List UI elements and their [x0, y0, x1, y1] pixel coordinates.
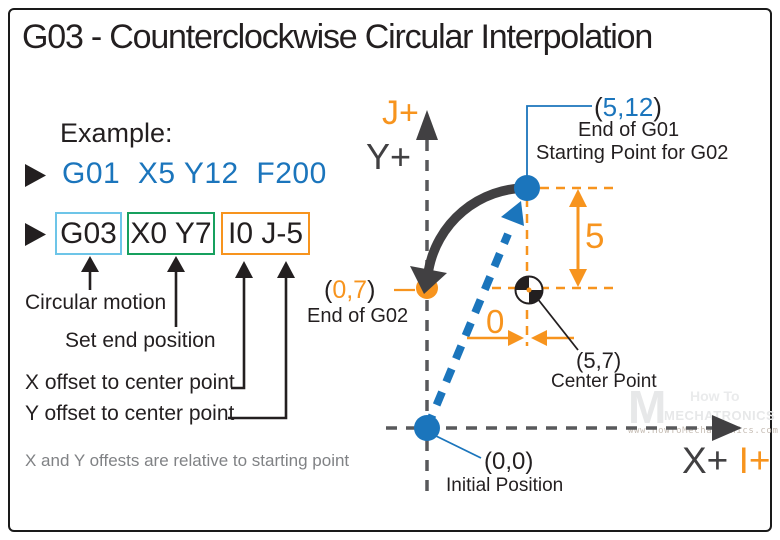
- dim0-arrow-right-icon: [508, 330, 524, 346]
- g03-code-text: G03: [60, 216, 117, 250]
- callout-arrows: [88, 271, 288, 420]
- arrow-x-offset-line: [231, 277, 246, 390]
- g01-dashed-line: [423, 232, 512, 430]
- bullet-triangle-icon-1: [25, 164, 46, 187]
- center-point-marker-icon: [514, 275, 544, 305]
- offset-code-text: I0 J-5: [227, 216, 304, 250]
- watermark-how-to: How To: [690, 388, 740, 404]
- callout-y-offset: Y offset to center point: [25, 402, 235, 425]
- start-point-leader: [526, 105, 592, 180]
- y-axis-arrow-icon: [416, 110, 438, 140]
- paren: (: [484, 448, 492, 475]
- offsets-note: X and Y offests are relative to starting…: [25, 451, 350, 470]
- watermark: M How To MECHATRONICS www.HowToMechatron…: [628, 381, 779, 442]
- arrow-y-offset-head-icon: [277, 261, 295, 278]
- watermark-logo-m: M: [628, 381, 667, 433]
- dim-5-label: 5: [585, 217, 605, 256]
- end-position-code-text: X0 Y7: [130, 216, 212, 250]
- arrow-y-offset-line: [228, 277, 288, 420]
- center-point-leader: [536, 297, 579, 351]
- dim-0-label: 0: [486, 303, 505, 340]
- arrow-set-end-head-icon: [167, 256, 185, 272]
- start-point-caption-2: Starting Point for G02: [536, 142, 729, 164]
- initial-coord-value: 0,0: [492, 448, 526, 475]
- paren: (: [324, 276, 333, 304]
- xi-axis-labels: X+ I+: [682, 440, 770, 482]
- callout-circular-motion: Circular motion: [25, 291, 167, 314]
- start-point-caption-1: End of G01: [578, 119, 680, 141]
- bullet-triangle-icon-2: [25, 223, 46, 246]
- initial-point-dot: [414, 415, 440, 441]
- i-axis-label: I+: [738, 440, 771, 481]
- construction-dashes: [492, 186, 614, 346]
- g03-arc-arrow-icon: [410, 266, 447, 294]
- initial-point-coord: (0,0): [484, 448, 533, 476]
- callout-set-end-position: Set end position: [65, 329, 216, 352]
- g01-line-arrow-icon: [501, 201, 524, 226]
- watermark-mechatronics: MECHATRONICS: [664, 408, 776, 423]
- x-axis-arrow-icon: [712, 415, 742, 441]
- g03-code-box: G03: [55, 212, 122, 255]
- start-point-dot: [514, 175, 540, 201]
- end-point-caption: End of G02: [307, 305, 409, 327]
- arrow-circular-motion-head-icon: [81, 256, 99, 272]
- paren: (: [594, 92, 603, 122]
- dim5-arrow-down-icon: [569, 269, 587, 287]
- center-point-caption: Center Point: [551, 371, 657, 392]
- end-point-coord: (0,7): [324, 276, 375, 305]
- start-point-coord: (5,12): [594, 92, 662, 123]
- initial-point-caption: Initial Position: [446, 475, 564, 496]
- paren: (: [576, 348, 584, 373]
- paren: ): [613, 348, 622, 373]
- j-axis-label: J+: [382, 94, 419, 132]
- initial-point-leader: [433, 434, 482, 459]
- arrow-x-offset-head-icon: [235, 261, 253, 278]
- dim0-arrow-left-icon: [531, 330, 547, 346]
- watermark-url: www.HowToMechatronics.com: [628, 426, 779, 436]
- center-point-coord: (5,7): [576, 348, 621, 374]
- y-axis-label: Y+: [366, 136, 412, 177]
- dim5-arrow-up-icon: [569, 189, 587, 207]
- example-heading: Example:: [60, 118, 173, 148]
- start-coord-value: 5,12: [602, 92, 654, 122]
- x-axis-label: X+: [682, 440, 729, 481]
- end-position-code-box: X0 Y7: [127, 212, 215, 255]
- center-coord-value: 5,7: [583, 348, 614, 373]
- page-border: [8, 8, 772, 532]
- callout-x-offset: X offset to center point: [25, 371, 235, 394]
- g03-arc: [423, 183, 528, 272]
- g01-code-line: G01 X5 Y12 F200: [62, 157, 327, 190]
- offset-code-box: I0 J-5: [221, 212, 310, 255]
- paren: ): [653, 92, 662, 122]
- paren: ): [367, 276, 376, 304]
- paren: ): [525, 448, 534, 475]
- end-coord-value: 0,7: [332, 276, 368, 304]
- page-title: G03 - Counterclockwise Circular Interpol…: [22, 18, 653, 56]
